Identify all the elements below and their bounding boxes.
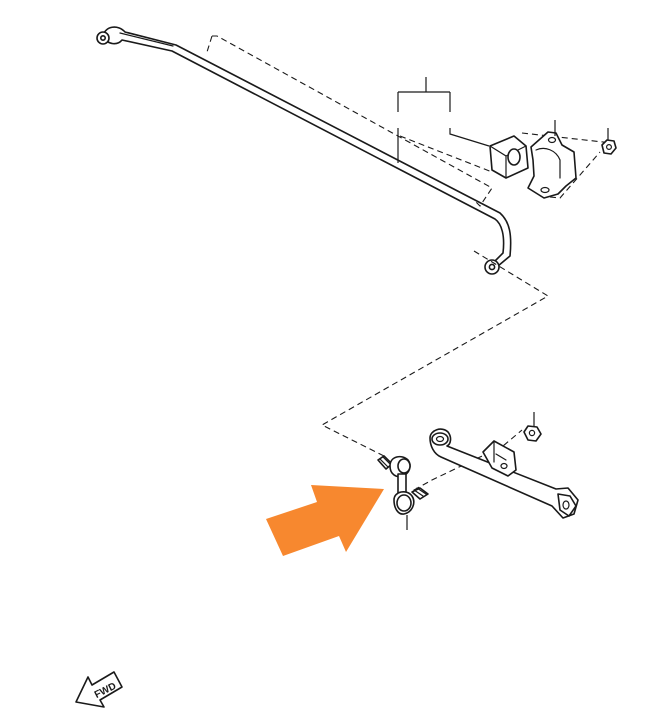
- stabilizer-link[interactable]: [377, 455, 429, 530]
- lower-suspension-arm[interactable]: [429, 428, 579, 519]
- bushing-bracket[interactable]: [527, 120, 577, 199]
- stabilizer-bar[interactable]: [96, 26, 512, 275]
- assembly-dashed-outline: [206, 35, 493, 207]
- forward-arrow-icon: [75, 671, 123, 708]
- bracket-nut[interactable]: [601, 128, 617, 155]
- stabilizer-bushing[interactable]: [489, 135, 529, 179]
- callout-arrow: [266, 485, 384, 556]
- reference-bracket: [397, 77, 490, 163]
- arm-nut[interactable]: [523, 412, 542, 442]
- link-connection-dashed-line: [320, 250, 550, 457]
- forward-direction-indicator: FWD: [75, 671, 123, 708]
